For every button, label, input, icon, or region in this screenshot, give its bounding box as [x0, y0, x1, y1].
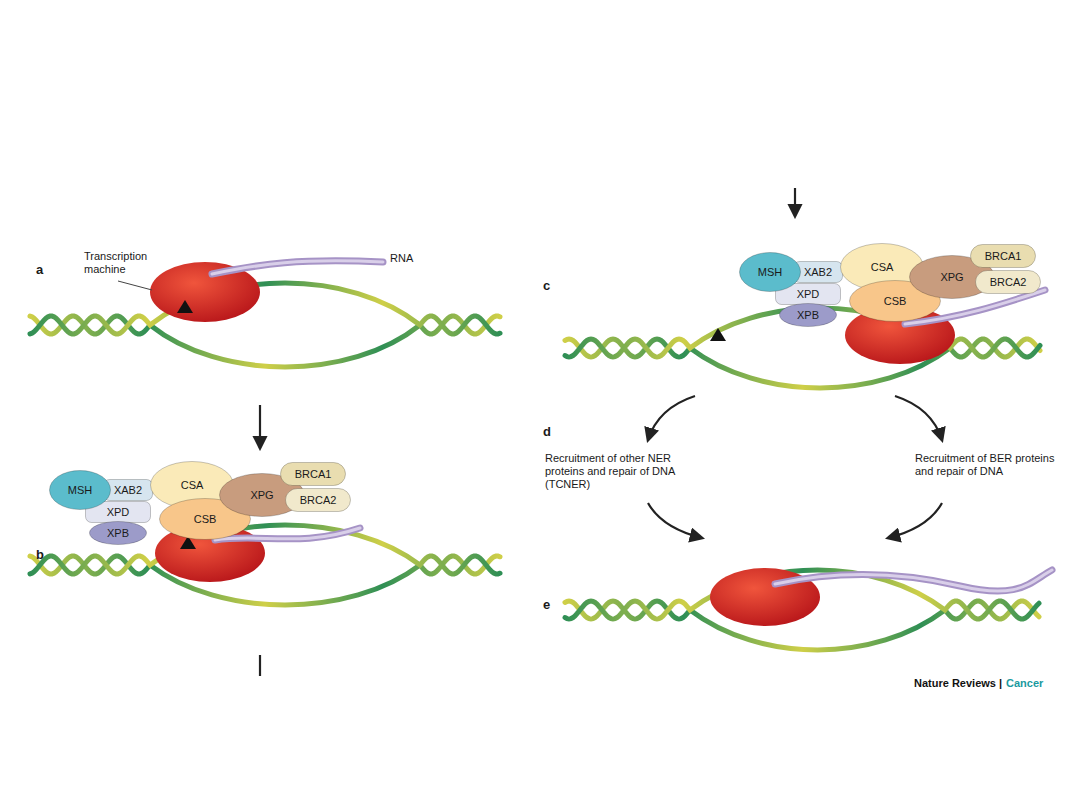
step-arrow [259, 405, 261, 448]
protein-name: XPD [797, 288, 820, 301]
step-note: Recruitment of other NER proteins and re… [545, 452, 713, 491]
protein-node: BRCA2 [285, 488, 351, 512]
lesions [177, 300, 726, 549]
protein-node: XPB [779, 303, 837, 327]
panel-letter: e [543, 598, 550, 611]
protein-outline [50, 471, 111, 510]
protein-outline [740, 253, 801, 292]
step-note: Recruitment of BER proteins and repair o… [915, 452, 1065, 478]
branch-arrow [895, 396, 942, 440]
protein-outline [976, 271, 1041, 294]
panel-letter: d [543, 425, 551, 438]
protein-name: XPB [797, 309, 819, 322]
merge-arrow [648, 503, 702, 538]
transcription-machines [150, 262, 955, 626]
dna-helices [30, 283, 1040, 650]
panel-letter: a [36, 263, 43, 276]
journal-credit: Cancer [1006, 677, 1043, 690]
lesion-triangle [710, 328, 726, 341]
rna-strand [775, 570, 1052, 591]
panel-letter: c [543, 279, 550, 292]
protein-name: BRCA1 [985, 250, 1022, 263]
protein-node: BRCA2 [975, 270, 1041, 294]
protein-node: BRCA1 [280, 462, 346, 486]
protein-outline [286, 489, 351, 512]
protein-name: MSH [68, 484, 92, 497]
panel-letter: e [543, 598, 550, 611]
rna-strands [212, 261, 1052, 591]
protein-outline [971, 245, 1036, 268]
panel-letter: d [543, 425, 551, 438]
protein-name: BRCA1 [295, 468, 332, 481]
protein-name: XAB2 [804, 266, 832, 279]
step-arrow-tail [259, 655, 261, 676]
branch-arrow [648, 396, 695, 440]
protein-node: MSH [739, 252, 801, 292]
flow-arrows [260, 188, 942, 676]
rna-strand [212, 261, 383, 274]
panel-letter: b [36, 548, 44, 561]
merge-arrow [888, 503, 942, 538]
dna-strand [30, 556, 500, 605]
protein-name: XAB2 [114, 484, 142, 497]
protein-name: XPG [250, 489, 273, 502]
dna-strand [30, 283, 500, 334]
journal-credit: Nature Reviews | [914, 677, 1002, 690]
protein-name: XPB [107, 527, 129, 540]
protein-node: BRCA1 [970, 244, 1036, 268]
part-label: RNA [390, 252, 413, 265]
step-arrow [794, 188, 796, 216]
protein-outline [90, 522, 147, 545]
protein-outline [281, 463, 346, 486]
protein-name: MSH [758, 266, 782, 279]
protein-node: MSH [49, 470, 111, 510]
part-label: Transcription machine [84, 250, 162, 276]
protein-name: CSA [871, 261, 894, 274]
lesion-triangle [177, 300, 193, 313]
protein-name: XPD [107, 506, 130, 519]
journal-credit: Nature Reviews | [914, 677, 1002, 690]
panel-letter: c [543, 279, 550, 292]
leader-line [118, 281, 152, 290]
protein-name: BRCA2 [300, 494, 337, 507]
dna-strand [30, 316, 500, 367]
panel-letter: a [36, 263, 43, 276]
protein-name: CSB [884, 295, 907, 308]
protein-name: XPG [940, 271, 963, 284]
protein-name: CSB [194, 513, 217, 526]
panel-letter: b [36, 548, 44, 561]
rna-strand [212, 261, 383, 274]
part-label: RNA [390, 252, 413, 265]
protein-name: CSA [181, 479, 204, 492]
part-label: Transcription machine [84, 250, 162, 276]
protein-name: BRCA2 [990, 276, 1027, 289]
journal-credit: Cancer [1006, 677, 1043, 690]
protein-outline [780, 304, 837, 327]
protein-node: XPB [89, 521, 147, 545]
rna-strand [775, 570, 1052, 591]
step-note: Recruitment of BER proteins and repair o… [915, 452, 1065, 478]
step-note: Recruitment of other NER proteins and re… [545, 452, 713, 491]
